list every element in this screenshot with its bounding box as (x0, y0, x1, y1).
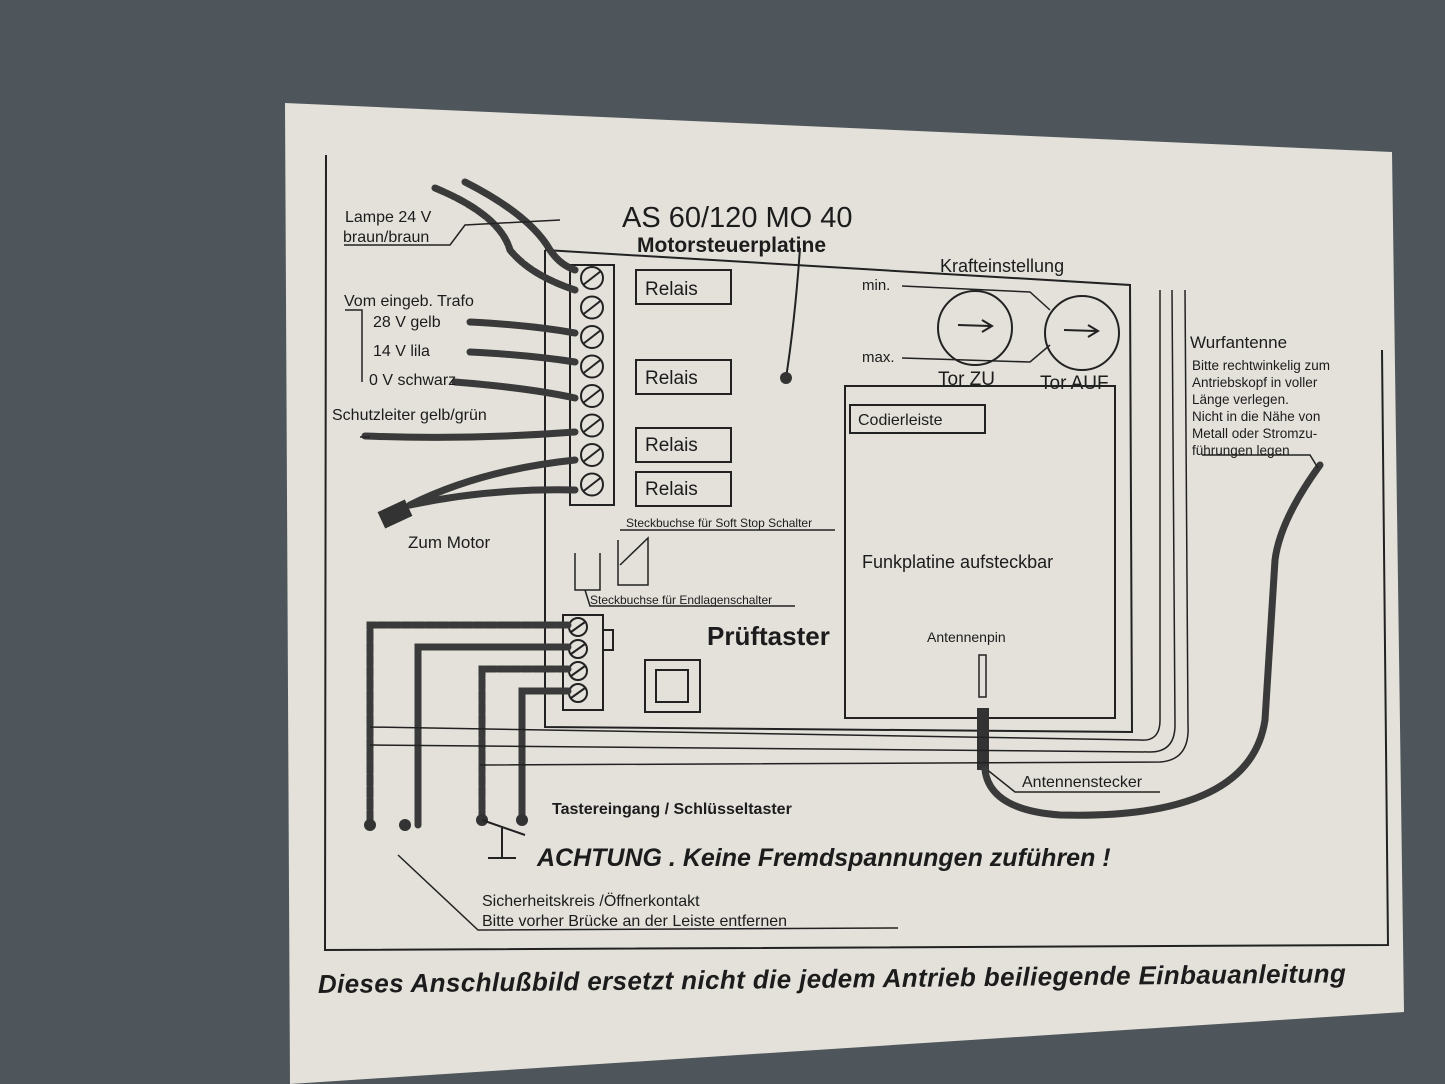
antenna-instruction-line: führungen legen (1192, 443, 1290, 458)
test-button-outer (644, 659, 701, 713)
terminal-screw-slot (570, 621, 586, 633)
terminal-screw (580, 325, 604, 349)
terminal-screw-slot (570, 665, 586, 677)
dial-close-icon (937, 290, 1013, 366)
safety-leader (397, 854, 899, 931)
terminal-screw (580, 384, 604, 408)
terminal-screw-slot (582, 417, 602, 434)
motor-label: Zum Motor (408, 533, 491, 552)
svg-text:Relais: Relais (645, 479, 698, 500)
safety-note-label: Bitte vorher Brücke an der Leiste entfer… (482, 913, 787, 930)
antenna-instruction-line: Antriebskopf in voller (1192, 375, 1318, 390)
board-title: Motorsteuerplatine (637, 234, 826, 257)
svg-text:Relais: Relais (645, 435, 698, 456)
terminal-screw (580, 472, 604, 497)
ground-label: Schutzleiter gelb/grün (332, 407, 487, 424)
terminal-screw-slot (582, 329, 602, 345)
terminal-screw (580, 295, 604, 320)
terminal-screw-slot (582, 447, 602, 463)
dial-open-label: Tor AUF (1040, 373, 1109, 394)
terminal-screw-slot (582, 388, 602, 404)
terminal-screw-slot (570, 643, 586, 655)
antenna-title: Wurfantenne (1190, 333, 1287, 352)
bottom-wires (364, 289, 1324, 859)
board-antenna-dot (780, 372, 792, 384)
end-switch-socket-label: Steckbuchse für Endlagenschalter (590, 593, 772, 607)
dial-open-icon (1044, 295, 1120, 371)
v28-label: 28 V gelb (373, 314, 441, 331)
terminal-strip-bottom (562, 614, 614, 711)
relay-2: Relais (635, 359, 732, 395)
key-input-label: Tastereingang / Schlüsseltaster (552, 801, 792, 818)
antenna-instruction-line: Bitte rechtwinkelig zum (1192, 358, 1330, 373)
svg-text:Relais: Relais (645, 279, 698, 300)
relay-3: Relais (635, 427, 732, 463)
antenna-instruction-line: Länge verlegen. (1192, 392, 1289, 407)
terminal-strip-main (569, 264, 615, 506)
min-label: min. (862, 277, 890, 294)
antenna-plug (977, 708, 989, 770)
antenna-plug-label: Antennenstecker (1022, 774, 1143, 791)
antenna-pin (978, 654, 987, 698)
antenna-instruction-line: Metall oder Stromzu- (1192, 426, 1317, 441)
warning-text: ACHTUNG . Keine Fremdspannungen zuführen… (536, 844, 1111, 872)
coding-strip-box (849, 404, 986, 434)
terminal-screw-slot (570, 687, 586, 699)
terminal-screw-slot (582, 358, 602, 375)
dial-close-label: Tor ZU (938, 369, 995, 390)
socket-connectors (574, 536, 649, 591)
relay-4: Relais (635, 471, 732, 507)
terminal-screw-slot (582, 270, 602, 286)
max-label: max. (862, 349, 895, 366)
input-wires (360, 178, 579, 529)
v0-label: 0 V schwarz (369, 372, 456, 389)
v14-label: 14 V lila (373, 343, 430, 360)
terminal-screw (580, 354, 604, 379)
safety-circuit-label: Sicherheitskreis /Öffnerkontakt (482, 892, 700, 910)
svg-text:Relais: Relais (645, 368, 698, 389)
min-max-leader-lines (901, 285, 1051, 363)
coding-strip-label: Codierleiste (858, 412, 943, 429)
trafo-bracket (345, 309, 363, 382)
end-switch-leader (584, 589, 795, 607)
antenna-pin-label: Antennenpin (927, 629, 1006, 645)
soft-stop-socket-label: Steckbuchse für Soft Stop Schalter (626, 516, 812, 530)
board-antenna-wire (785, 247, 801, 379)
force-adjust-title: Krafteinstellung (940, 256, 1064, 276)
control-board-outline (544, 249, 1134, 734)
terminal-screw (580, 413, 604, 438)
terminal-screw-slot (582, 476, 602, 493)
diagram-frame (323, 154, 1390, 952)
test-button-label: Prüftaster (707, 621, 830, 651)
lamp-label: Lampe 24 V (345, 209, 432, 226)
terminal-screw-slot (582, 299, 602, 316)
antenna-plug-leader (984, 767, 1160, 793)
radio-board-label: Funkplatine aufsteckbar (862, 552, 1053, 572)
terminal-screw (580, 266, 604, 290)
relay-1: Relais (635, 269, 732, 305)
model-title: AS 60/120 MO 40 (622, 202, 853, 234)
lamp-leader (344, 219, 561, 246)
test-button-inner (655, 669, 689, 703)
antenna-instruction-line: Nicht in die Nähe von (1192, 409, 1320, 424)
lamp-color-label: braun/braun (343, 229, 429, 246)
trafo-label: Vom eingeb. Trafo (344, 293, 474, 310)
terminal-screw (580, 443, 604, 467)
